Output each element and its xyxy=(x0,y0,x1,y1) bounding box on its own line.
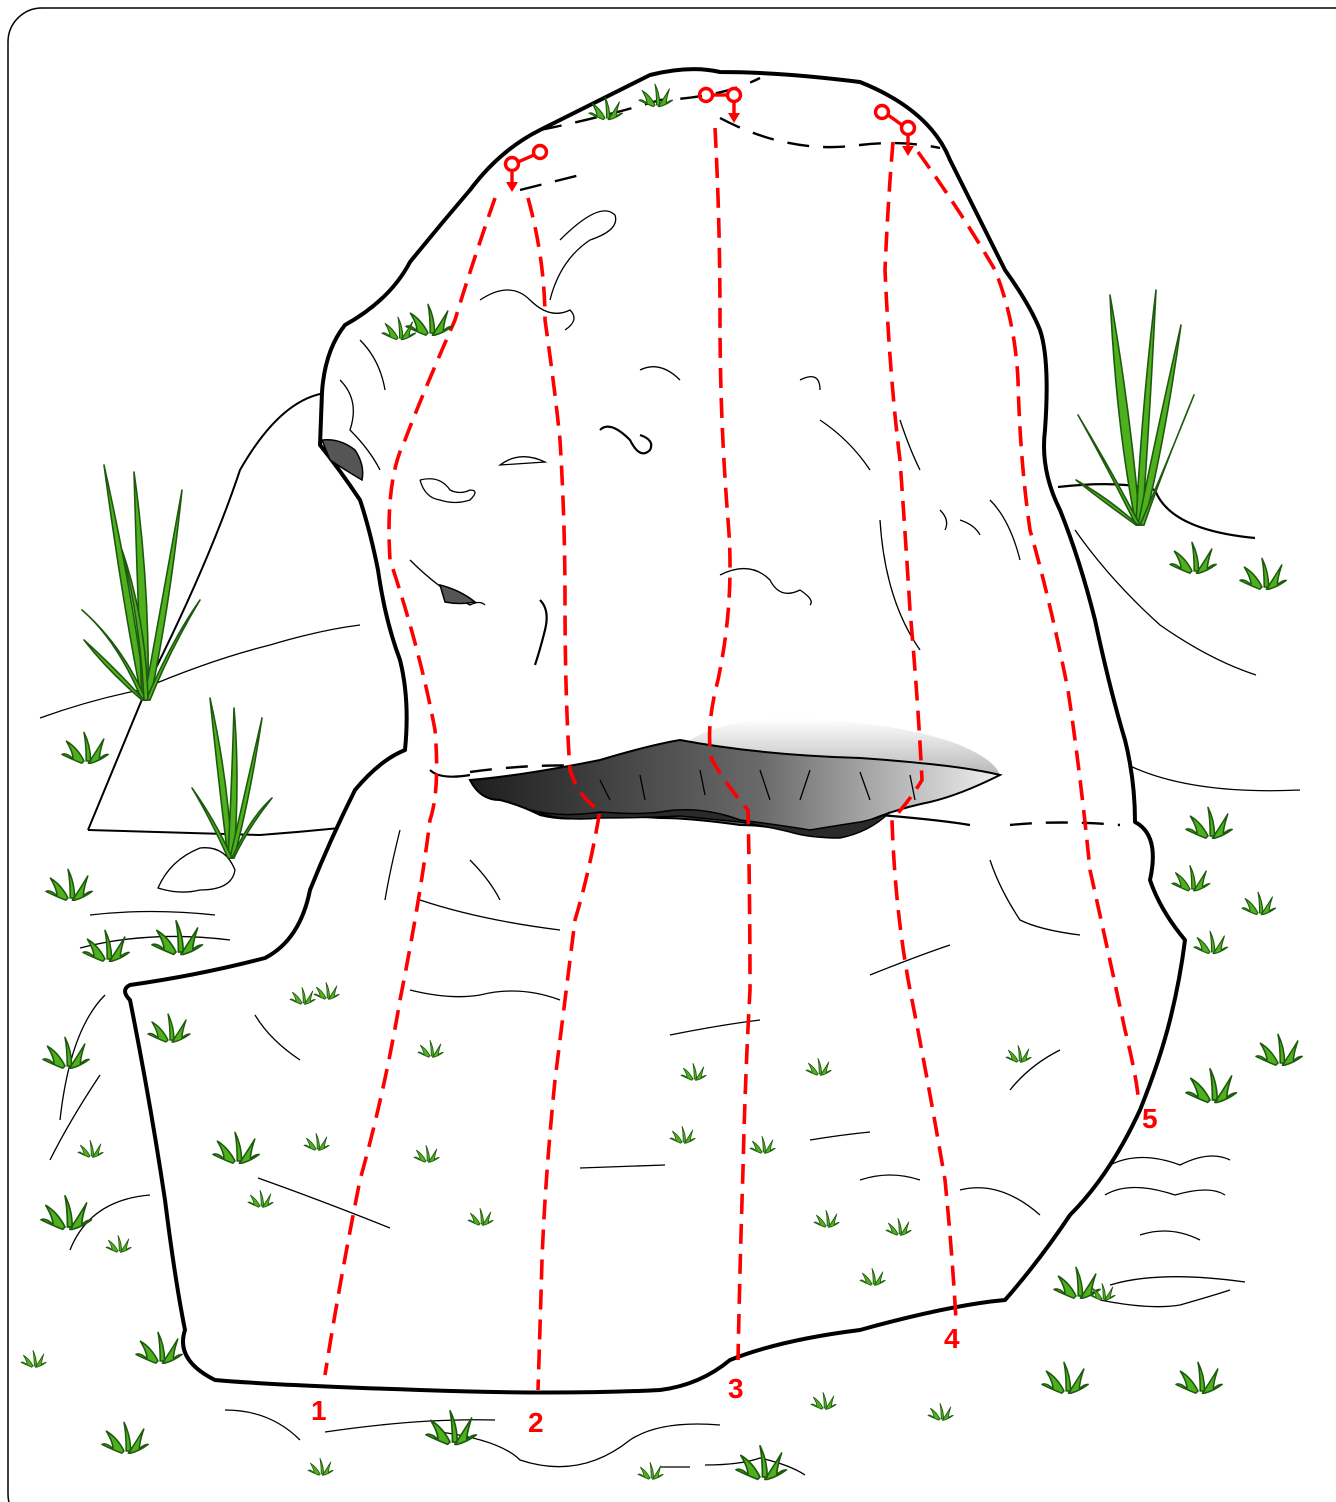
route-4-number: 4 xyxy=(944,1323,960,1354)
route-1-number: 1 xyxy=(311,1395,327,1426)
route-2-number: 2 xyxy=(528,1407,544,1438)
route-3-number: 3 xyxy=(728,1373,744,1404)
route-5-number: 5 xyxy=(1142,1103,1158,1134)
